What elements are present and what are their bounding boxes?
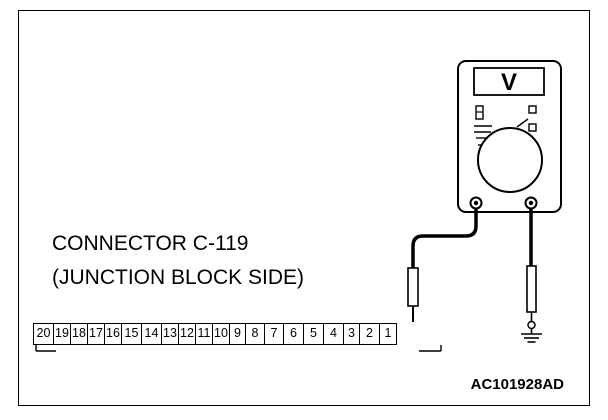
figure-code: AC101928AD (470, 376, 564, 393)
connector-pin: 14 (141, 324, 161, 344)
connector-pin: 6 (283, 324, 303, 344)
connector-pin: 15 (121, 324, 141, 344)
connector-pin: 5 (303, 324, 323, 344)
meter-display-label: V (501, 69, 517, 96)
probe-left-handle (407, 267, 419, 307)
connector-pin: 4 (323, 324, 343, 344)
rotary-dial (477, 127, 543, 193)
connector-pin: 17 (87, 324, 104, 344)
connector-pin: 13 (161, 324, 178, 344)
connector-pin: 12 (178, 324, 195, 344)
ground-icon (521, 333, 542, 343)
connector-pin: 18 (70, 324, 87, 344)
dial-scale (474, 118, 529, 146)
connector-side-label: (JUNCTION BLOCK SIDE) (52, 266, 305, 289)
meter-switch-right-bottom (528, 123, 537, 132)
connector-pin: 11 (195, 324, 212, 344)
connector-pin: 9 (229, 324, 245, 344)
connector-name-label: CONNECTOR C-119 (52, 232, 249, 255)
ground-clip (527, 320, 536, 330)
connector-pin: 19 (53, 324, 70, 344)
meter-switch-right-top (528, 105, 537, 114)
connector-pin: 2 (359, 324, 379, 344)
connector-pin: 16 (104, 324, 121, 344)
connector-pin: 8 (245, 324, 264, 344)
connector-pin: 3 (343, 324, 359, 344)
test-lead-left (411, 208, 478, 268)
connector-pin: 20 (36, 326, 51, 340)
figure-frame (18, 10, 590, 406)
connector-pin: 7 (264, 324, 283, 344)
meter-display (473, 67, 545, 96)
connector-pin: 1 (379, 324, 396, 344)
connector-c-119: 20 19 18 17 16 15 14 13 12 11 10 9 8 7 6… (33, 323, 397, 345)
connector-pin: 10 (212, 324, 229, 344)
probe-right-handle (526, 265, 537, 313)
